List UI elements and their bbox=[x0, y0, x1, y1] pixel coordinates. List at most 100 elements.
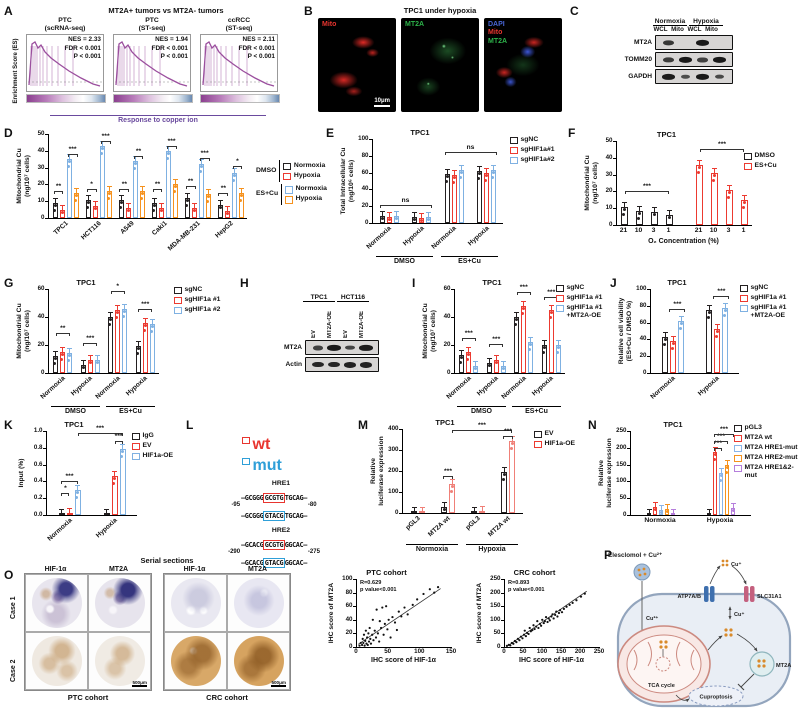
ihc-core bbox=[94, 578, 145, 628]
ebc bbox=[479, 506, 485, 508]
span: sgNC bbox=[566, 283, 585, 291]
ebc bbox=[484, 167, 490, 169]
bar bbox=[198, 164, 204, 218]
i bbox=[174, 296, 182, 304]
span: Hypoxia bbox=[295, 195, 323, 202]
cyt: 100 bbox=[342, 575, 353, 582]
ebl bbox=[151, 320, 153, 324]
cym bbox=[627, 464, 630, 466]
dot bbox=[622, 212, 625, 216]
ebl bbox=[144, 318, 146, 323]
legend-item: sgHIF1a#2 bbox=[510, 156, 555, 164]
div: Mito bbox=[322, 21, 337, 28]
i bbox=[556, 294, 564, 302]
circle bbox=[416, 598, 419, 601]
span: mut bbox=[252, 456, 282, 474]
bar bbox=[725, 465, 729, 515]
dot bbox=[501, 478, 505, 482]
panel-a-title: MT2A+ tumors vs MT2A- tumors bbox=[108, 6, 224, 15]
dot bbox=[715, 330, 719, 334]
y-axis-label: Relative cell viability(ES+Cu / DMSO %) bbox=[616, 289, 636, 373]
ebc bbox=[451, 170, 457, 172]
ebl bbox=[82, 360, 84, 365]
significance: *** bbox=[86, 334, 95, 342]
dot bbox=[501, 367, 505, 370]
bar bbox=[125, 207, 131, 218]
gsea-rank-bar bbox=[26, 94, 106, 104]
y-tick: 50 bbox=[605, 137, 613, 144]
i bbox=[510, 146, 518, 154]
bar bbox=[108, 317, 114, 373]
y-tick: 40 bbox=[639, 335, 647, 343]
dot bbox=[653, 507, 657, 511]
i bbox=[132, 442, 140, 450]
ebl bbox=[523, 301, 525, 306]
dot bbox=[225, 212, 229, 216]
y-tick: 100 bbox=[636, 285, 647, 292]
ebc bbox=[500, 361, 506, 362]
bar bbox=[217, 204, 223, 218]
ebc bbox=[411, 506, 417, 508]
ebc bbox=[441, 502, 447, 504]
sqb: GCGTG bbox=[263, 493, 285, 503]
ebl bbox=[648, 510, 650, 514]
span: wt bbox=[252, 435, 271, 453]
blot-strip bbox=[305, 340, 379, 355]
span: HIF1a-OE bbox=[544, 439, 576, 447]
dot bbox=[678, 326, 682, 330]
cym bbox=[399, 513, 402, 514]
cym bbox=[451, 345, 454, 346]
dot bbox=[492, 171, 496, 175]
panel-label-b: B bbox=[304, 4, 313, 18]
br bbox=[185, 186, 196, 190]
cym bbox=[501, 606, 504, 608]
div: IHC score of MT2A bbox=[327, 582, 335, 644]
y-tick: 40 bbox=[361, 185, 369, 193]
blot-band bbox=[312, 345, 324, 350]
ebl bbox=[744, 195, 745, 200]
circle bbox=[371, 633, 374, 636]
dot bbox=[185, 198, 189, 202]
cym bbox=[353, 647, 356, 648]
scatter-svg bbox=[358, 586, 441, 647]
chart-title: TPC1 bbox=[667, 278, 687, 287]
circle bbox=[364, 629, 367, 632]
mt2a-label: MT2A bbox=[776, 663, 791, 669]
y-tick: 0 bbox=[41, 214, 45, 221]
mito-to-cu-arrow bbox=[707, 635, 723, 651]
gsea-sub: (ST-seq) bbox=[138, 25, 166, 33]
ebc bbox=[125, 202, 131, 204]
i bbox=[283, 172, 291, 180]
ebl bbox=[55, 352, 57, 357]
panel-label-k: K bbox=[4, 418, 13, 432]
ebc bbox=[419, 212, 425, 214]
y-tick: 50 bbox=[619, 494, 627, 502]
y-tick: 80 bbox=[361, 151, 369, 159]
circle bbox=[757, 664, 761, 668]
ebc bbox=[53, 351, 59, 353]
dot bbox=[120, 455, 123, 459]
circle bbox=[536, 620, 539, 623]
ebl bbox=[669, 210, 670, 215]
dot bbox=[706, 316, 710, 319]
br bbox=[114, 441, 123, 445]
dot bbox=[510, 441, 514, 445]
ocell bbox=[25, 632, 88, 690]
legend-item: pGL3 bbox=[734, 424, 800, 432]
dot bbox=[671, 342, 675, 346]
ebc bbox=[75, 484, 80, 486]
slc31a1-label: SLC31A1 bbox=[757, 594, 782, 600]
ebl bbox=[120, 195, 122, 200]
dot bbox=[231, 178, 235, 182]
blot-band bbox=[359, 361, 373, 368]
mt2a-circle bbox=[749, 651, 775, 677]
dot bbox=[450, 484, 454, 488]
ebl bbox=[443, 503, 445, 508]
